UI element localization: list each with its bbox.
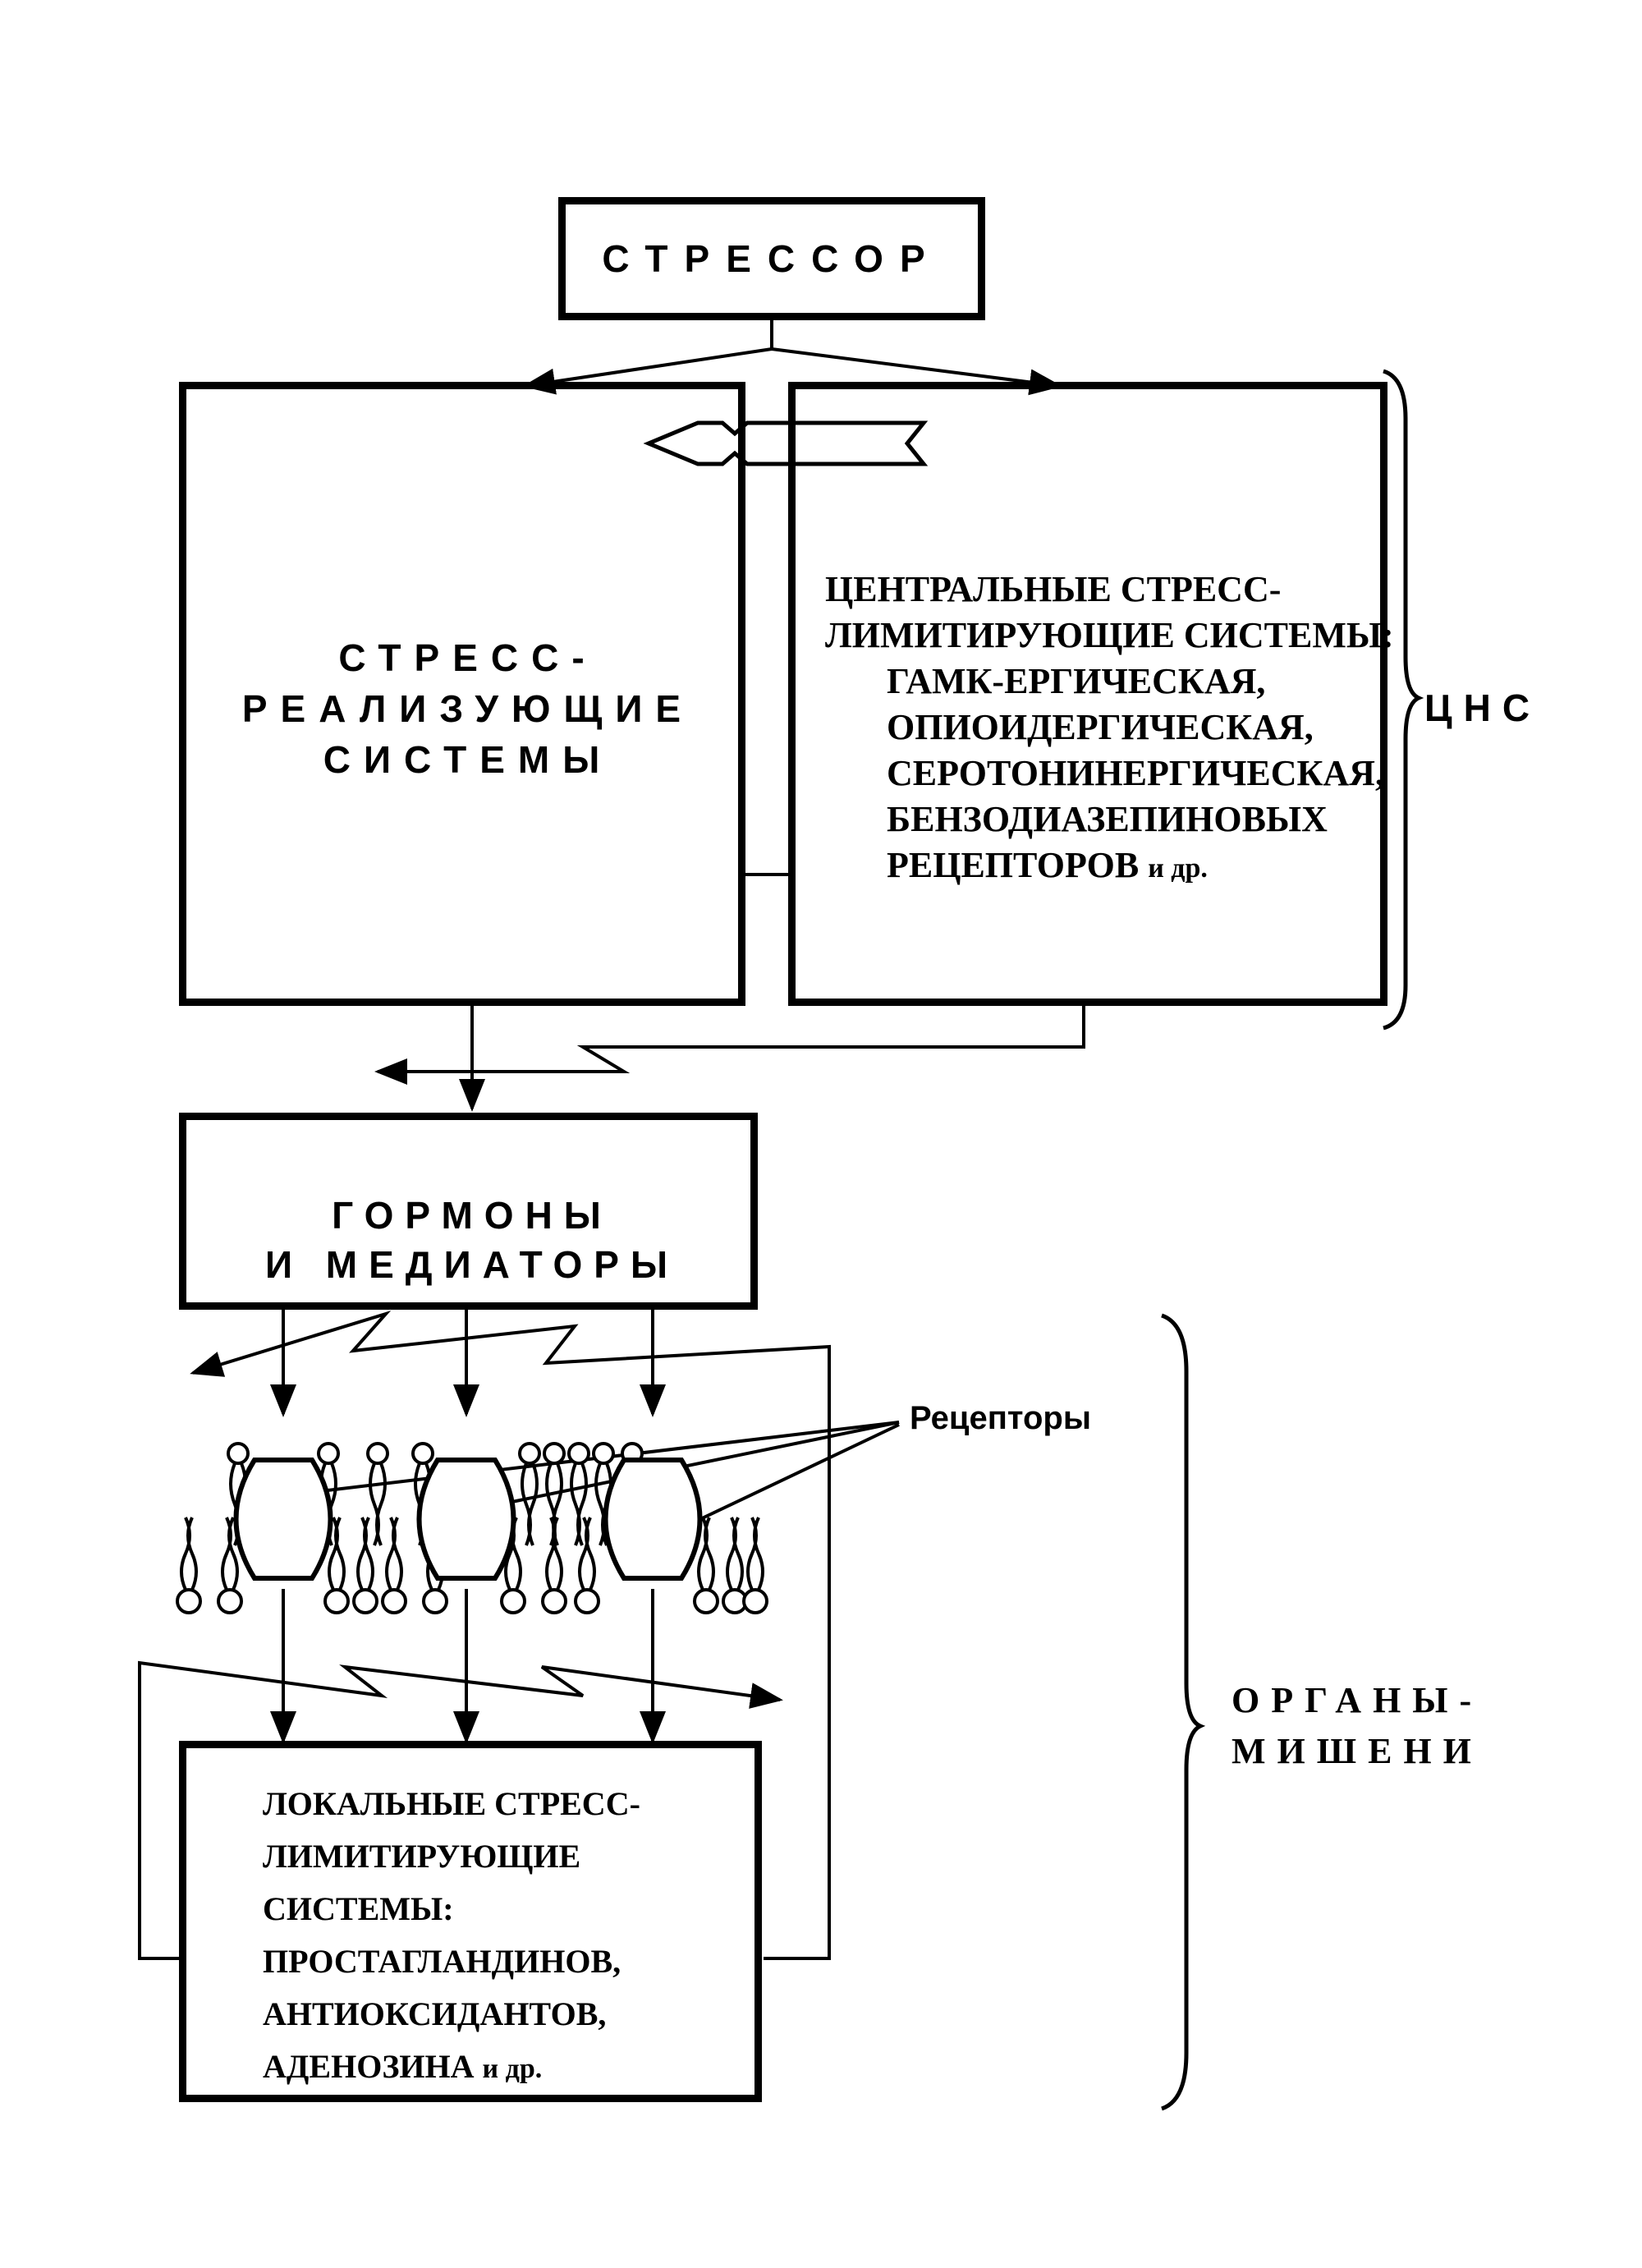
lipid-tail-top bbox=[369, 1462, 387, 1546]
lipid-tail-top bbox=[521, 1462, 539, 1546]
stressor-label: СТРЕССОР bbox=[602, 237, 942, 280]
lipid-head-bottom bbox=[381, 1588, 407, 1614]
lipid-head-bottom bbox=[323, 1588, 350, 1614]
lipid-head-bottom bbox=[176, 1588, 202, 1614]
lipid-tail-bottom bbox=[356, 1517, 374, 1591]
stress-realizing-box bbox=[179, 382, 745, 1006]
local-feedback-lower-zigzag bbox=[138, 1660, 783, 1960]
lipid-tail-bottom bbox=[545, 1517, 563, 1591]
receptor-protein bbox=[233, 1458, 333, 1581]
central-feedback-zigzag bbox=[374, 1002, 1085, 1085]
receptors-label: Рецепторы bbox=[910, 1400, 1092, 1436]
lipid-tail-bottom bbox=[697, 1517, 715, 1591]
lipid-head-top bbox=[411, 1442, 434, 1465]
target-organs-bracket bbox=[1161, 1313, 1206, 2111]
lipid-head-top bbox=[227, 1442, 250, 1465]
lipid-head-bottom bbox=[500, 1588, 526, 1614]
receptor-protein bbox=[416, 1458, 516, 1581]
lipid-head-top bbox=[317, 1442, 340, 1465]
lipid-tail-bottom bbox=[180, 1517, 198, 1591]
lipid-head-top bbox=[567, 1442, 590, 1465]
lipid-head-bottom bbox=[693, 1588, 719, 1614]
arrow-to-realizing bbox=[522, 347, 773, 395]
target-organs-label: ОРГАНЫ-МИШЕНИ bbox=[1232, 1680, 1484, 1771]
lipid-tail-top bbox=[570, 1462, 588, 1546]
lipid-tail-bottom bbox=[746, 1517, 764, 1591]
lipid-tail-bottom bbox=[221, 1517, 239, 1591]
inhibition-arrow bbox=[643, 420, 929, 466]
lipid-head-bottom bbox=[742, 1588, 768, 1614]
lipid-head-bottom bbox=[574, 1588, 600, 1614]
lipid-head-top bbox=[543, 1442, 566, 1465]
lipid-head-bottom bbox=[422, 1588, 448, 1614]
central-limiting-box bbox=[788, 382, 1387, 1006]
lipid-head-bottom bbox=[352, 1588, 378, 1614]
lipid-head-top bbox=[518, 1442, 541, 1465]
lipid-tail-bottom bbox=[385, 1517, 403, 1591]
lipid-head-bottom bbox=[541, 1588, 567, 1614]
receptor-protein bbox=[603, 1458, 703, 1581]
hormones-box bbox=[179, 1113, 758, 1310]
lipid-tail-bottom bbox=[328, 1517, 346, 1591]
cns-bracket bbox=[1383, 369, 1424, 1031]
arrow-to-central bbox=[771, 347, 1062, 396]
cns-label: ЦНС bbox=[1424, 686, 1542, 729]
central-limiting-label: ЦЕНТРАЛЬНЫЕ СТРЕСС-ЛИМИТИРУЮЩИЕ СИСТЕМЫ:… bbox=[825, 569, 1394, 885]
stressor-box bbox=[558, 197, 985, 320]
cell-membrane bbox=[176, 1442, 768, 1614]
local-limiting-box bbox=[179, 1741, 762, 2102]
local-feedback-upper-zigzag bbox=[190, 1310, 831, 1960]
lipid-tail-bottom bbox=[578, 1517, 596, 1591]
receptor-pointer-1 bbox=[276, 1421, 900, 1506]
lipid-head-bottom bbox=[217, 1588, 243, 1614]
lipid-head-top bbox=[366, 1442, 389, 1465]
lipid-tail-bottom bbox=[726, 1517, 744, 1591]
lipid-head-top bbox=[592, 1442, 615, 1465]
